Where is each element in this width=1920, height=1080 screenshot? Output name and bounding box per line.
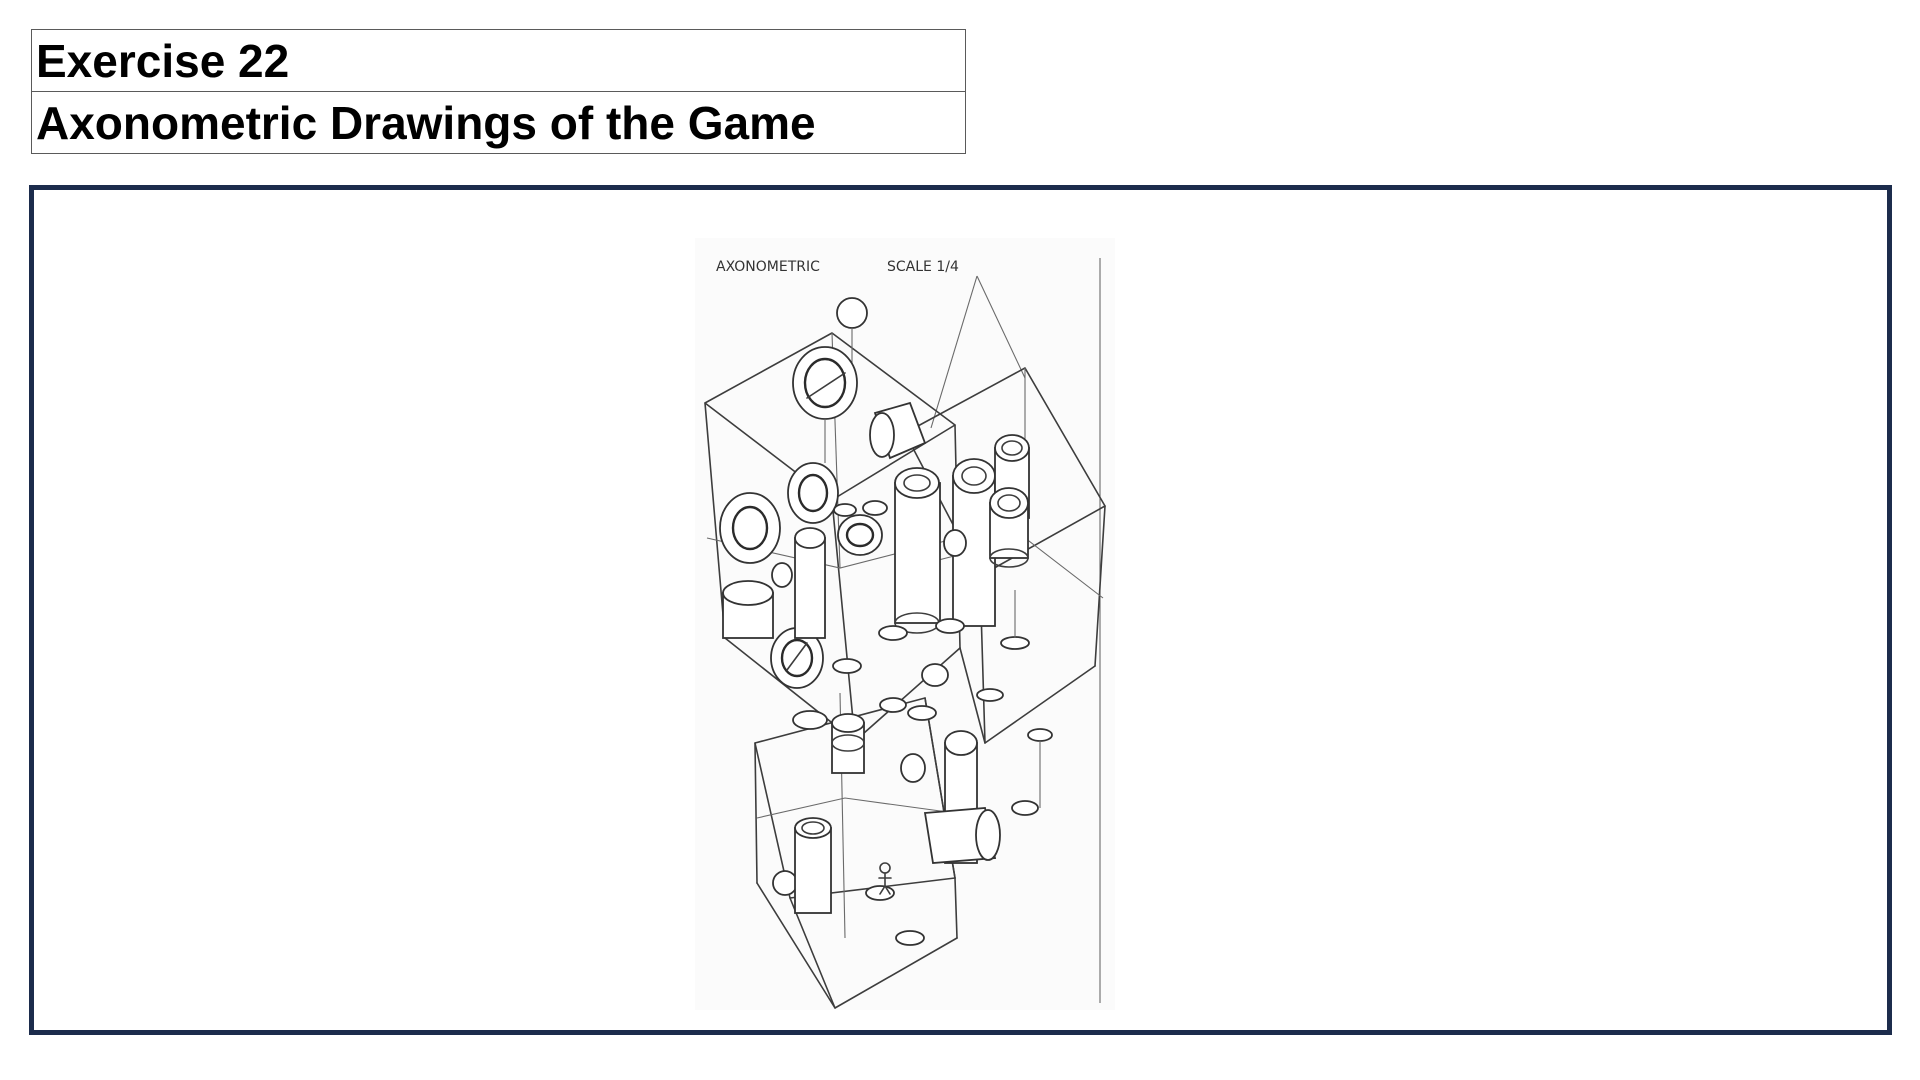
cylinder-lower-left bbox=[794, 817, 832, 914]
drum-left bbox=[722, 580, 774, 639]
title-row-heading: Axonometric Drawings of the Game bbox=[31, 91, 966, 154]
disk-9 bbox=[976, 688, 1004, 702]
disk-7 bbox=[879, 697, 907, 713]
ring-large-top bbox=[792, 346, 858, 420]
axonometric-sketch-image: AXONOMETRIC SCALE 1/4 bbox=[695, 238, 1115, 1010]
disk-4 bbox=[935, 618, 965, 634]
small-sphere-5 bbox=[772, 870, 798, 896]
cylinder-center bbox=[894, 467, 941, 634]
axonometric-label: AXONOMETRIC bbox=[716, 259, 820, 275]
disk-2 bbox=[862, 500, 888, 516]
cylinder-left bbox=[794, 527, 826, 639]
disk-1 bbox=[833, 503, 857, 517]
t-pipe bbox=[923, 730, 1001, 864]
guide-line-diagonal bbox=[930, 275, 978, 429]
disk-12 bbox=[1011, 800, 1039, 816]
ring-left bbox=[719, 492, 781, 564]
ring-center bbox=[837, 514, 883, 556]
disk-11 bbox=[1027, 728, 1053, 742]
scale-label: SCALE 1/4 bbox=[887, 259, 959, 275]
small-sphere-4 bbox=[900, 753, 926, 783]
axonometric-sketch: AXONOMETRIC SCALE 1/4 bbox=[704, 258, 1106, 1009]
disk-5 bbox=[1000, 636, 1030, 650]
disk-8 bbox=[907, 705, 937, 721]
cylinder-right-3 bbox=[989, 487, 1029, 568]
disk-3 bbox=[878, 625, 908, 641]
disk-6 bbox=[832, 658, 862, 674]
exercise-number: Exercise 22 bbox=[31, 29, 966, 92]
top-sphere bbox=[836, 297, 868, 329]
player-figure bbox=[878, 862, 892, 895]
disk-10 bbox=[792, 710, 828, 730]
title-row-exercise: Exercise 22 bbox=[31, 29, 966, 92]
guide-line-diagonal-2 bbox=[976, 275, 1026, 379]
ring-lower bbox=[770, 627, 824, 689]
drawing-frame: AXONOMETRIC SCALE 1/4 bbox=[29, 185, 1892, 1035]
title-table: Exercise 22 Axonometric Drawings of the … bbox=[31, 29, 966, 154]
ring-middle bbox=[787, 462, 839, 524]
small-sphere-2 bbox=[943, 529, 967, 557]
small-sphere-3 bbox=[921, 663, 949, 687]
barrel bbox=[869, 401, 927, 460]
page-title: Axonometric Drawings of the Game bbox=[31, 91, 966, 154]
small-sphere-1 bbox=[771, 562, 793, 588]
disk-14 bbox=[895, 930, 925, 946]
stacked-cylinder bbox=[831, 713, 865, 774]
